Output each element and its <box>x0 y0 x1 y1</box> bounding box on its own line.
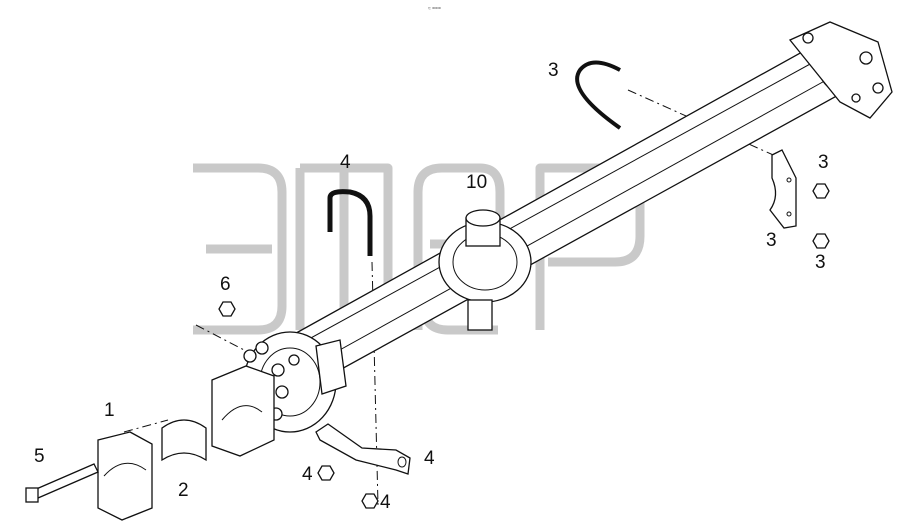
hex-nut <box>317 465 335 481</box>
bushing-half <box>161 419 207 462</box>
callout-labels: 1 2 3 3 3 3 4 4 4 4 5 6 10 <box>34 60 829 513</box>
clamp-block-lower <box>97 431 153 521</box>
callout-3: 3 <box>548 60 559 81</box>
corner-mark: ≈ === <box>428 6 441 12</box>
callout-4: 4 <box>424 448 435 469</box>
hex-nut <box>218 301 236 317</box>
callout-3: 3 <box>766 230 777 251</box>
callout-4: 4 <box>302 464 313 485</box>
mounting-bracket <box>315 423 411 475</box>
pipe-clamp-bracket <box>769 149 797 229</box>
callout-1: 1 <box>104 400 115 421</box>
callout-3: 3 <box>818 152 829 173</box>
callout-4: 4 <box>340 152 351 173</box>
clamp-block-upper <box>211 365 275 457</box>
callout-2: 2 <box>178 480 189 501</box>
hydraulic-pipe <box>575 60 622 130</box>
callout-3: 3 <box>815 252 826 273</box>
hex-nut <box>812 183 830 199</box>
hex-bolt <box>25 463 99 503</box>
trunnion-mount <box>438 209 532 331</box>
hex-nut <box>812 233 830 249</box>
callout-6: 6 <box>220 274 231 295</box>
hex-nut <box>361 493 379 509</box>
callout-10: 10 <box>466 172 487 193</box>
u-bolt <box>327 189 373 256</box>
callout-4: 4 <box>380 492 391 513</box>
callout-5: 5 <box>34 446 45 467</box>
rod-end-eye <box>788 21 893 119</box>
